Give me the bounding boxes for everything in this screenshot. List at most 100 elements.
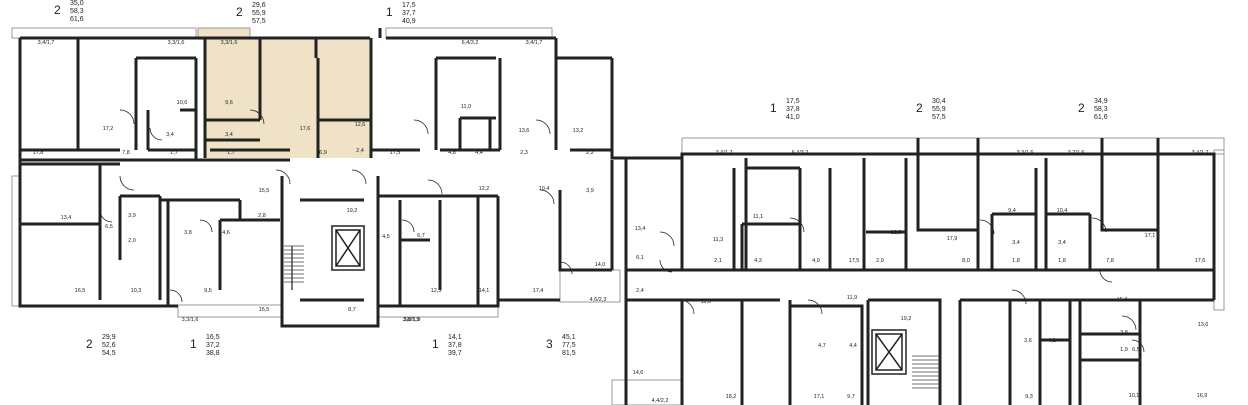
room-count: 2	[236, 5, 243, 19]
room-area-label: 1,7	[227, 150, 235, 156]
room-area-label: 15,4	[1117, 297, 1128, 303]
room-area-label: 9,5	[204, 288, 212, 294]
room-area-label: 3,9	[586, 188, 594, 194]
room-area-label: 17,6	[1195, 258, 1206, 264]
room-area-label: 3,8/1,9	[404, 317, 421, 323]
room-area-label: 3,4/1,7	[526, 40, 543, 46]
stairs	[284, 245, 940, 389]
room-area-label: 19,2	[347, 208, 358, 214]
room-area-label: 9,4	[1008, 208, 1016, 214]
room-area-label: 2,8	[258, 213, 266, 219]
room-area-label: 12,2	[479, 186, 490, 192]
room-area-label: 11,0	[461, 104, 471, 110]
room-area-label: 11,9	[847, 295, 857, 301]
room-area-label: 6,4/3,2	[792, 150, 809, 156]
room-area-label: 14,1	[479, 288, 490, 294]
room-area-label: 3,8	[184, 230, 192, 236]
room-area-label: 3,8	[1120, 330, 1128, 336]
room-area-label: 17,8	[33, 150, 44, 156]
room-area-label: 6,9	[319, 150, 327, 156]
room-area-label: 3,3/1,6	[168, 40, 185, 46]
room-area-label: 3,4/1,7	[716, 150, 733, 156]
room-area-label: 2,2	[586, 150, 594, 156]
room-area-label: 6,7	[417, 233, 425, 239]
room-area-label: 3,6	[1024, 338, 1032, 344]
highlighted-apartment[interactable]	[205, 38, 371, 158]
room-area-label: 3,2/1,6	[1068, 150, 1085, 156]
room-area-label: 6,4/3,2	[462, 40, 479, 46]
room-area-label: 10,3	[131, 288, 142, 294]
elevator-shaft	[331, 225, 907, 375]
room-area-label: 17,4	[533, 288, 544, 294]
room-count: 1	[190, 337, 197, 351]
room-area-label: 4,4/2,2	[652, 398, 669, 404]
room-area-label: 3,4	[1058, 240, 1066, 246]
room-area-label: 4,6/2,3	[590, 297, 607, 303]
room-area-label: 17,6	[300, 126, 311, 132]
room-area-label: 13,6	[1198, 322, 1209, 328]
room-area-label: 14,0	[595, 262, 606, 268]
room-area-label: 13,4	[635, 226, 646, 232]
room-area-label: 3,3/1,6	[221, 40, 238, 46]
room-area-label: 3,9	[128, 213, 136, 219]
room-area-label: 10,4	[1057, 208, 1068, 214]
room-area-label: 9,3	[1025, 394, 1033, 400]
room-area-label: 3,4	[225, 132, 233, 138]
room-area-label: 17,1	[814, 394, 825, 400]
room-area-label: 19,2	[901, 316, 912, 322]
room-count: 1	[432, 337, 439, 351]
room-count: 1	[386, 5, 393, 19]
room-area-label: 17,2	[103, 126, 114, 132]
room-area-label: 13,4	[61, 215, 72, 221]
room-area-label: 17,1	[1145, 233, 1156, 239]
room-area-label: 13,6	[519, 128, 530, 134]
room-count: 2	[86, 337, 93, 351]
room-area-label: 2,0	[128, 238, 136, 244]
room-area-label: 15,5	[259, 188, 270, 194]
room-area-label: 1,8	[1058, 258, 1066, 264]
room-area-label: 7,8	[1106, 258, 1114, 264]
room-area-label: 3,4/1,7	[38, 40, 55, 46]
room-count: 2	[54, 3, 61, 17]
room-area-label: 10,1	[1129, 393, 1140, 399]
room-area-label: 6,1	[636, 255, 644, 261]
room-area-label: 3,8/1,9	[403, 317, 420, 323]
room-area-labels: 3,4/1,7 3,3/1,6 3,3/1,6 6,4/3,2 3,4/1,7 17,2 1…	[33, 40, 1209, 404]
room-area-label: 11,3	[713, 237, 723, 243]
room-area-label: 3,4	[166, 132, 174, 138]
room-area-label: 3,4	[1012, 240, 1020, 246]
room-area-label: 2,1	[714, 258, 722, 264]
room-area-label: 7,8	[122, 150, 130, 156]
room-area-label: 12,6	[355, 122, 366, 128]
room-area-label: 9,6	[225, 100, 233, 106]
room-area-label: 17,5	[849, 258, 860, 264]
room-area-label: 6,5	[1132, 347, 1140, 353]
room-area-label: 10,4	[539, 186, 550, 192]
room-area-label: 1,7	[170, 150, 178, 156]
room-area-label: 1,9	[1120, 347, 1128, 353]
walls	[18, 28, 1216, 405]
room-area-label: 12,5	[891, 230, 902, 236]
door-swings	[99, 109, 1145, 353]
room-area-label: 4,9	[812, 258, 820, 264]
room-area-label: 18,2	[726, 394, 737, 400]
room-area-label: 4,1	[1048, 338, 1056, 344]
room-area-label: 9,7	[847, 394, 855, 400]
room-count: 2	[916, 101, 923, 115]
room-count: 2	[1078, 101, 1085, 115]
room-area-label: 16,9	[1197, 393, 1208, 399]
room-area-label: 8,7	[348, 307, 356, 313]
room-area-label: 4,3	[754, 258, 762, 264]
room-area-label: 8,0	[962, 258, 970, 264]
room-area-label: 4,7	[818, 343, 826, 349]
